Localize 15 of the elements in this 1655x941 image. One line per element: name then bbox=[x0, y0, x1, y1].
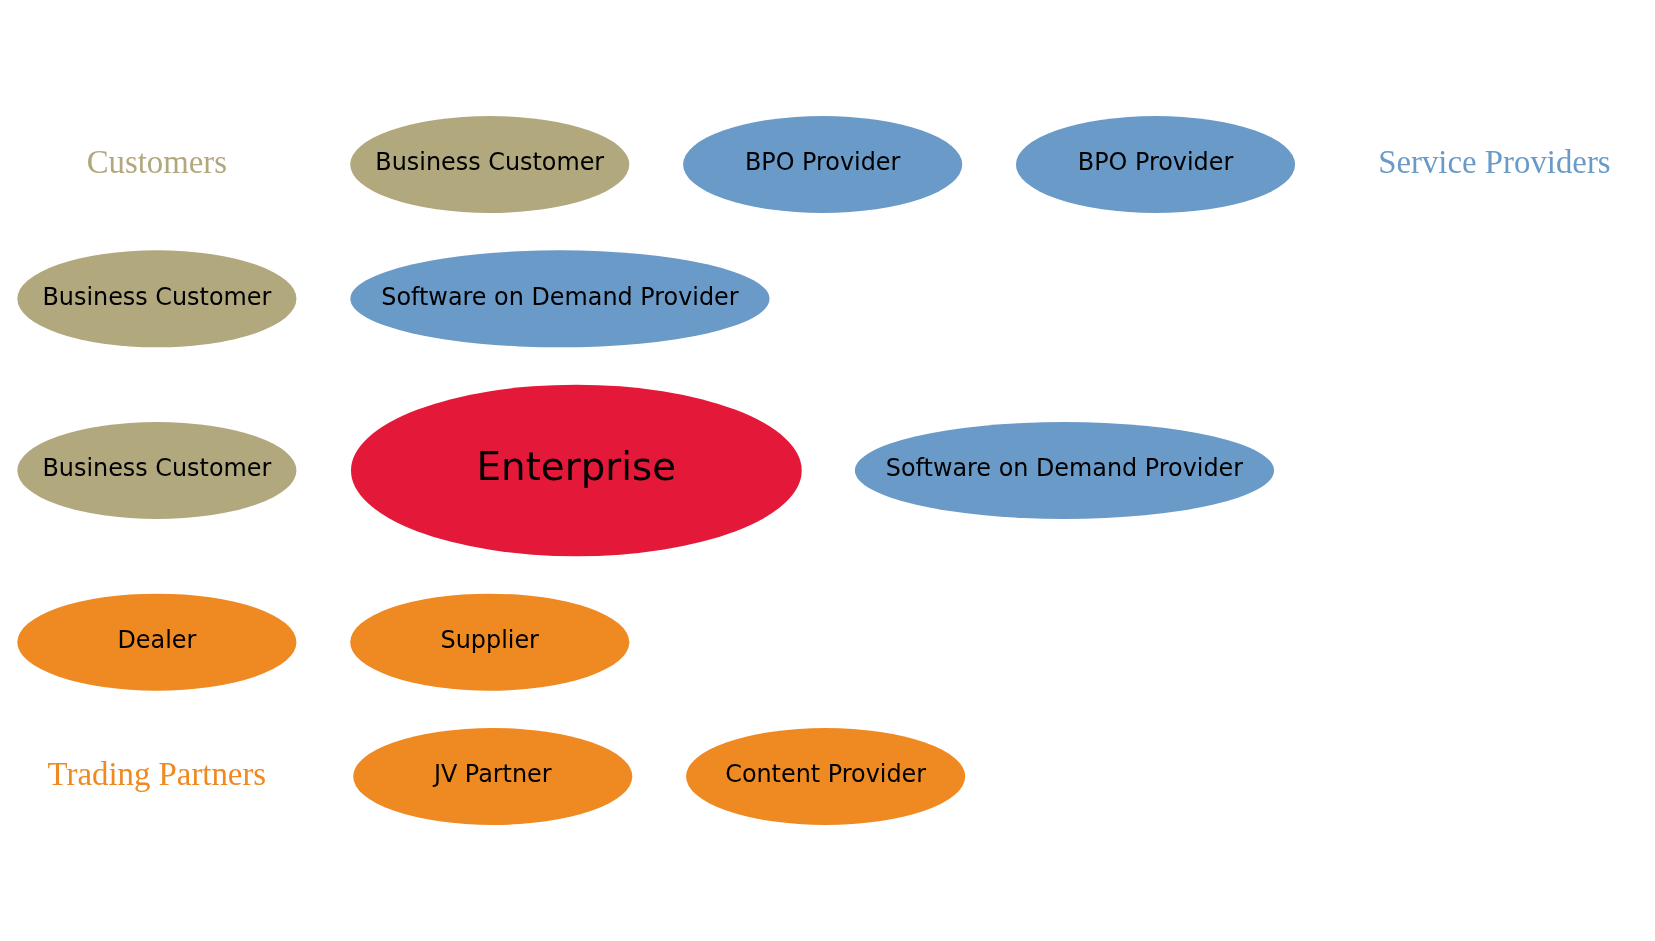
node-ellipse: Business Customer bbox=[17, 250, 297, 348]
node-ellipse: Software on Demand Provider bbox=[854, 422, 1275, 519]
node-ellipse: Software on Demand Provider bbox=[350, 250, 770, 348]
node-ellipse: Dealer bbox=[17, 593, 297, 691]
label: Service Providers bbox=[1378, 143, 1611, 180]
node-ellipse: Supplier bbox=[350, 593, 630, 691]
node-ellipse: Enterprise bbox=[350, 384, 802, 557]
node-ellipse: JV Partner bbox=[353, 728, 633, 826]
node-ellipse: Business Customer bbox=[17, 422, 297, 519]
node-ellipse: Content Provider bbox=[686, 728, 966, 826]
label: Trading Partners bbox=[47, 755, 267, 792]
node-ellipse: Business Customer bbox=[350, 115, 630, 213]
node-ellipse: BPO Provider bbox=[1015, 115, 1296, 213]
node-ellipse: BPO Provider bbox=[683, 115, 963, 213]
label: Customers bbox=[86, 143, 228, 180]
